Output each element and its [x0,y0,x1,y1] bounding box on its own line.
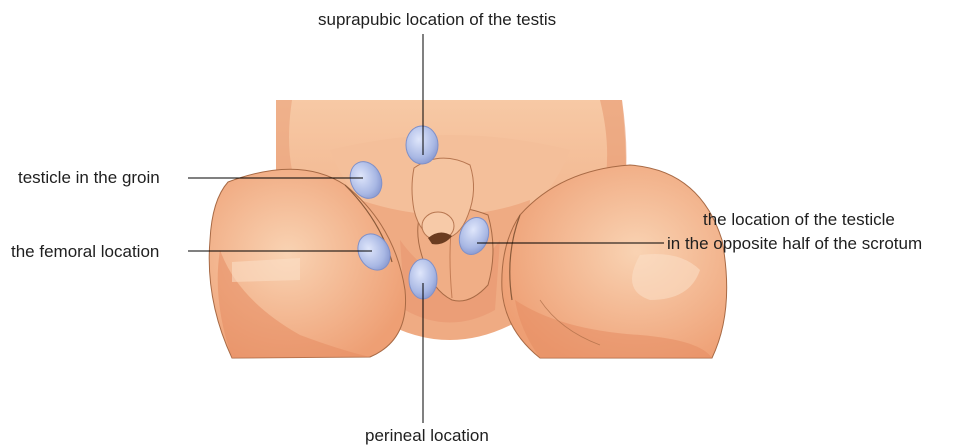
label-suprapubic: suprapubic location of the testis [318,10,556,30]
left-thigh-highlight [232,258,300,282]
testis-suprapubic [406,126,438,164]
label-femoral: the femoral location [11,242,159,262]
label-perineal: perineal location [365,426,489,446]
label-opposite-line1: the location of the testicle [703,210,895,230]
label-groin: testicle in the groin [18,168,160,188]
label-opposite-line2: in the opposite half of the scrotum [667,234,922,254]
